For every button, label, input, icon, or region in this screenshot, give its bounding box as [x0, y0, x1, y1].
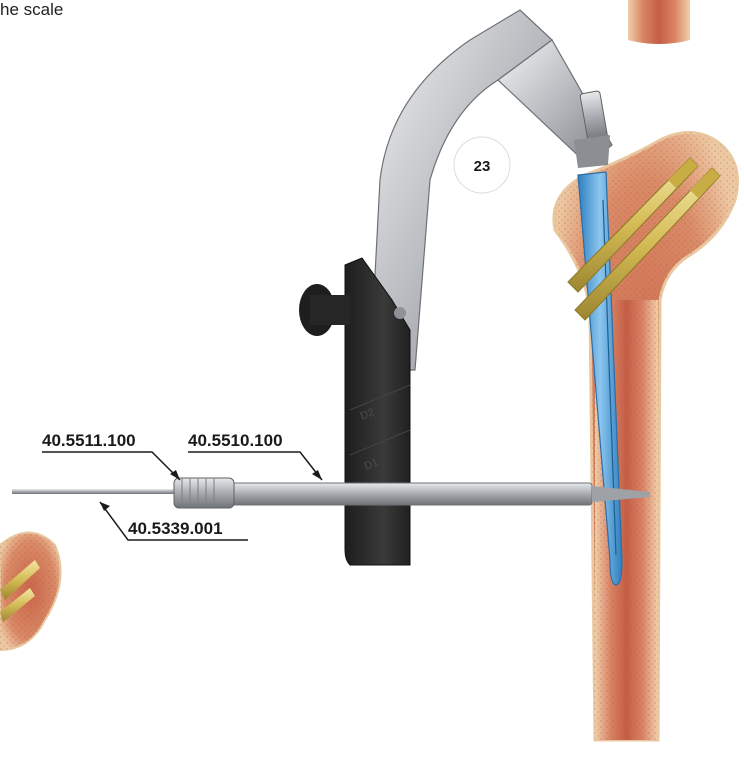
caption-fragment: he scale — [0, 0, 63, 20]
step-badge: 23 — [454, 137, 510, 193]
label-cannula: 40.5511.100 — [42, 431, 136, 450]
femur-bone — [554, 133, 738, 741]
cannula-grip — [174, 478, 234, 508]
bone-fragment-left — [0, 533, 61, 651]
drill-sleeve — [230, 483, 650, 505]
bone-fragment-top — [628, 0, 690, 44]
targeting-handle: D2 D1 — [299, 258, 410, 565]
label-sleeve: 40.5510.100 — [188, 431, 283, 450]
label-guide-wire: 40.5339.001 — [128, 519, 223, 538]
step-number: 23 — [474, 158, 491, 175]
guide-wire — [12, 489, 182, 494]
